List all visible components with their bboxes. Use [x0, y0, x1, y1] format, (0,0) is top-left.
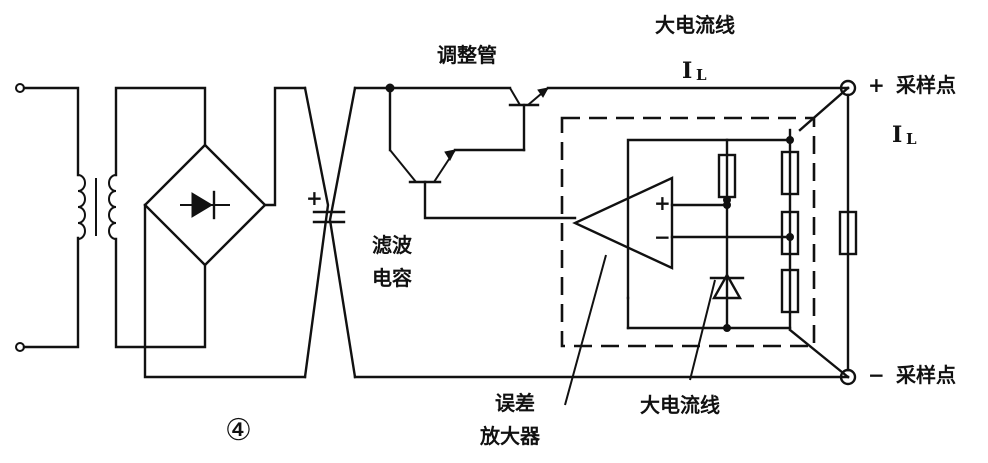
ref-bottom-junction	[723, 324, 731, 332]
transformer	[77, 86, 207, 349]
callout-error-amp	[564, 254, 607, 406]
divider-resistor-top	[780, 150, 800, 196]
callout-high-current	[689, 279, 716, 381]
wire-left	[303, 86, 330, 379]
secondary-winding	[108, 174, 117, 240]
minus-junction	[786, 233, 794, 241]
q2-collector	[389, 149, 417, 183]
label-sampling-top: 采样点	[896, 73, 956, 97]
sense-bottom-diagonal	[788, 328, 850, 379]
bridge-rectifier	[143, 86, 307, 379]
secondary-wire-top	[114, 86, 207, 177]
error-amp-module-box	[560, 116, 816, 348]
twisted-wires: +	[303, 86, 357, 379]
bridge-diamond	[143, 143, 267, 267]
regulator-transistors	[388, 86, 850, 220]
opamp-plus-label: +	[654, 191, 671, 215]
bridge-diode-icon	[191, 192, 213, 218]
input-wire-top	[22, 86, 80, 177]
input-terminals	[15, 83, 80, 352]
plus-junction	[723, 201, 731, 209]
inner-top-wire	[626, 138, 792, 300]
label-il-right: I	[892, 122, 902, 148]
secondary-wire-bottom	[114, 237, 207, 349]
output-stage	[788, 79, 858, 386]
figure-number: ④	[225, 413, 252, 448]
label-high-current-bottom: 大电流线	[640, 393, 720, 417]
q1-emitter-arrow	[537, 87, 549, 98]
q2-emitter-arrow	[444, 149, 456, 162]
input-wire-bottom	[22, 236, 80, 349]
sense-top-diagonal	[798, 86, 850, 132]
divider-top-junction	[786, 136, 794, 144]
opamp-minus-label: −	[654, 225, 671, 249]
q2-base-drive	[423, 180, 577, 220]
label-plus-sign: +	[868, 73, 885, 97]
label-filter-cap-1: 滤波	[372, 233, 413, 257]
label-error-amp-1: 误差	[495, 391, 535, 415]
error-amplifier: + −	[572, 176, 794, 270]
load-resistor	[838, 210, 858, 256]
label-sampling-bottom: 采样点	[896, 363, 956, 387]
divider-resistor-mid	[780, 210, 800, 256]
q1-collector	[509, 87, 521, 106]
divider-resistor-bottom	[780, 268, 800, 314]
primary-winding	[77, 174, 86, 240]
label-il-top-sub: L	[696, 66, 707, 84]
label-filter-cap-2: 电容	[372, 266, 412, 290]
label-minus-sign: −	[868, 363, 885, 387]
wire-right	[328, 86, 357, 379]
label-high-current-top: 大电流线	[655, 13, 735, 37]
label-error-amp-2: 放大器	[479, 424, 541, 448]
label-il-top: I	[682, 58, 692, 84]
filter-cap-plus: +	[306, 186, 323, 210]
rect-out-plus	[263, 86, 307, 207]
rect-out-minus	[143, 203, 307, 379]
opamp-triangle	[572, 176, 674, 270]
zener-diode-icon	[711, 272, 743, 300]
label-il-right-sub: L	[906, 130, 917, 148]
label-regulator-tube: 调整管	[437, 43, 497, 67]
